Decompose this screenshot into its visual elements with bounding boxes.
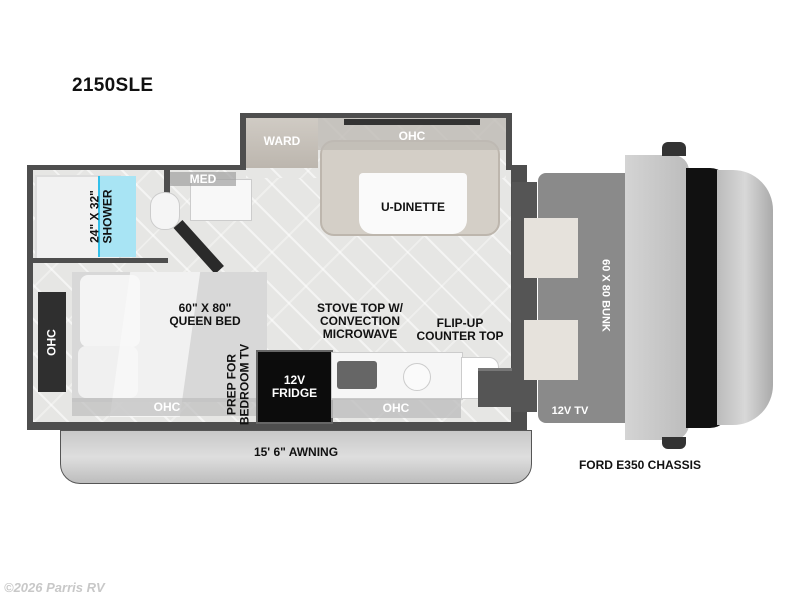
cab-seat-2 (524, 320, 580, 380)
shower-label: SHOWER (100, 189, 115, 244)
ohc-kitchen: OHC (331, 398, 461, 418)
mirror-bottom (662, 437, 686, 449)
ohc-bed-bottom: OHC (72, 398, 262, 416)
kitchen-sink (403, 363, 431, 391)
stove-label-3: MICROWAVE (322, 327, 398, 341)
hood (717, 170, 773, 425)
wardrobe: WARD (246, 118, 318, 168)
med-label: MED (189, 172, 217, 186)
u-dinette-label: U-DINETTE (381, 200, 445, 214)
mirror-top (662, 142, 686, 156)
ohc-kitchen-label: OHC (382, 401, 410, 415)
med-cabinet: MED (170, 172, 236, 186)
counter-label-2: COUNTER TOP (416, 329, 504, 343)
ohc-top-label: OHC (398, 129, 426, 143)
tv-prep-label-2: BEDROOM TV (237, 343, 252, 426)
chassis-label: FORD E350 CHASSIS (578, 458, 702, 472)
bath-lower-wall (33, 258, 168, 263)
stove-top (337, 361, 377, 389)
fridge-label-2: FRIDGE (271, 386, 318, 400)
cab-roof (625, 155, 689, 440)
entry-steps (478, 368, 518, 407)
model-name: 2150SLE (72, 75, 154, 96)
bed-label: QUEEN BED (169, 314, 241, 328)
bed-size-label: 60" X 80" (178, 301, 232, 315)
dinette-table: U-DINETTE (359, 173, 467, 234)
shower-door (98, 176, 136, 257)
ohc-bed-side-label: OHC (44, 329, 59, 356)
toilet (150, 192, 180, 230)
counter-label-1: FLIP-UP (436, 316, 484, 330)
bath-sink-counter (190, 179, 252, 221)
tv-front-label: 12V TV (551, 405, 589, 417)
ohc-top-window (344, 119, 480, 125)
awning-label: 15' 6" AWNING (253, 445, 339, 459)
cab-seat-1 (524, 218, 580, 278)
fridge-label-1: 12V (283, 373, 306, 387)
ohc-bed-side (38, 292, 66, 392)
bunk-label: 60 X 80 BUNK (599, 259, 612, 332)
ohc-bed-bottom-label: OHC (153, 400, 181, 414)
bunk-overlay (578, 173, 630, 423)
copyright: ©2026 Parris RV (4, 580, 105, 595)
stove-label-2: CONVECTION (319, 314, 400, 328)
fridge: 12V FRIDGE (256, 350, 333, 424)
ward-label: WARD (263, 134, 301, 148)
awning: 15' 6" AWNING (60, 430, 532, 484)
stove-label-1: STOVE TOP W/ (316, 301, 404, 315)
